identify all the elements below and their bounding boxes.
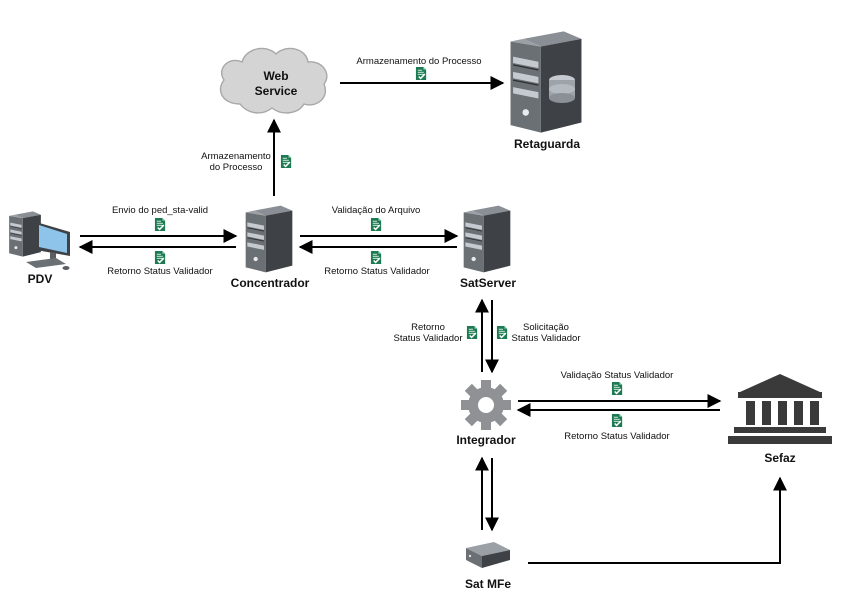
pdv-node: PDV <box>9 211 70 286</box>
database-icon <box>549 75 575 103</box>
server-icon <box>510 31 582 133</box>
edge-label-int-to-sat-line1: Retorno <box>411 322 445 333</box>
edge-label-int-to-sefaz: Validação Status Validador <box>561 370 674 381</box>
sat-device-icon <box>466 542 510 568</box>
edge-label-ws-to-retaguarda: Armazenamento do Processo <box>356 56 481 67</box>
sefaz-node: Sefaz <box>728 374 832 465</box>
edge-label-conc-to-ws-line1: Armazenamento <box>201 151 271 162</box>
edge-label-sat-to-conc: Retorno Status Validador <box>324 266 429 277</box>
bank-icon <box>728 374 832 444</box>
edge-label-conc-to-pdv: Retorno Status Validador <box>107 266 212 277</box>
retaguarda-label: Retaguarda <box>514 137 580 151</box>
web-service-label-line1: Web <box>263 69 288 83</box>
edge-label-conc-to-ws-line2: do Processo <box>210 162 263 173</box>
cloud-icon <box>219 47 328 114</box>
document-check-icon <box>280 155 292 168</box>
integrador-node: Integrador <box>456 380 516 447</box>
arrow-satmfe-to-sefaz <box>528 476 787 564</box>
document-check-icon <box>154 218 166 231</box>
satserver-node: SatServer <box>460 205 516 290</box>
edge-labels: Armazenamento do Processo Armazenamento … <box>107 56 673 442</box>
document-check-icon <box>415 67 427 80</box>
retaguarda-node: Retaguarda <box>510 31 582 151</box>
sat-mfe-label: Sat MFe <box>465 577 511 591</box>
server-icon <box>463 205 511 273</box>
document-check-icon <box>370 218 382 231</box>
sat-mfe-node: Sat MFe <box>465 542 511 591</box>
document-check-icon <box>611 414 623 427</box>
pdv-label: PDV <box>28 272 53 286</box>
web-service-node: Web Service <box>219 47 328 114</box>
edge-label-int-to-sat-line2: Status Validador <box>393 333 462 344</box>
satserver-label: SatServer <box>460 276 516 290</box>
gear-icon <box>461 380 511 430</box>
document-check-icon <box>611 382 623 395</box>
edge-label-sat-to-int-line2: Status Validador <box>511 333 580 344</box>
web-service-label-line2: Service <box>255 84 298 98</box>
concentrador-label: Concentrador <box>231 276 310 290</box>
document-check-icon <box>154 251 166 264</box>
server-icon <box>245 205 293 273</box>
connectors <box>78 76 787 564</box>
document-check-icon <box>496 326 508 339</box>
computer-icon <box>9 211 70 270</box>
integrador-label: Integrador <box>456 433 516 447</box>
edge-label-pdv-to-conc: Envio do ped_sta-valid <box>112 205 208 216</box>
concentrador-node: Concentrador <box>231 205 310 290</box>
sefaz-label: Sefaz <box>764 451 795 465</box>
document-check-icon <box>466 326 478 339</box>
edge-label-sefaz-to-int: Retorno Status Validador <box>564 431 669 442</box>
edge-label-conc-to-sat: Validação do Arquivo <box>332 205 421 216</box>
document-check-icon <box>370 251 382 264</box>
edge-label-sat-to-int-line1: Solicitação <box>523 322 569 333</box>
